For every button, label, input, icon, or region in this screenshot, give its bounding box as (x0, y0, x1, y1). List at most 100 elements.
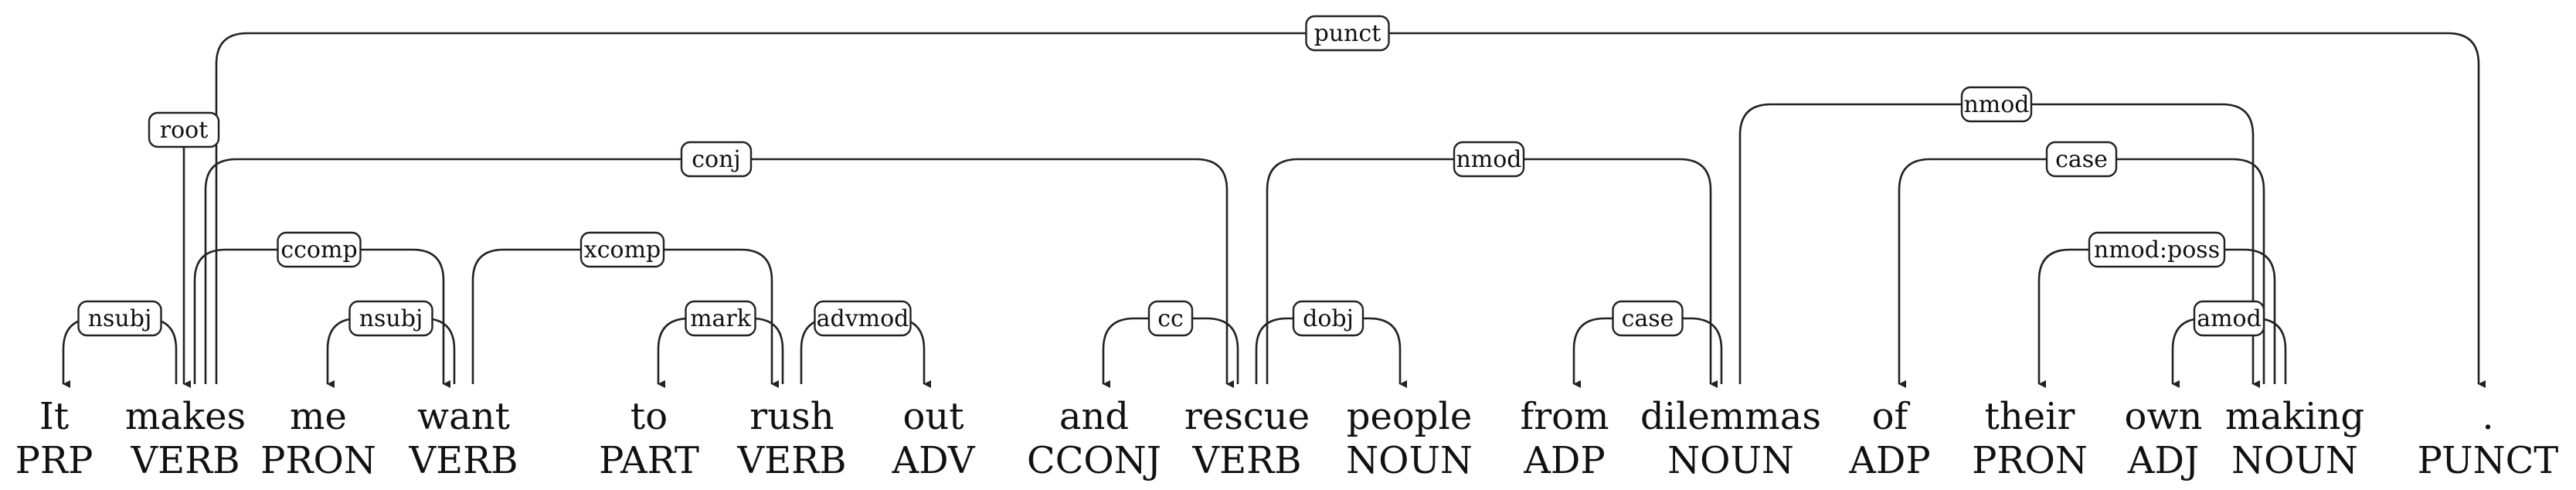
arc-label-text: ccomp (280, 236, 357, 264)
token-word: their (1985, 395, 2075, 438)
root-label: root (148, 111, 220, 148)
token-word: makes (125, 395, 246, 438)
arc-label-box (1147, 300, 1194, 337)
arc-label-box (77, 300, 162, 337)
arc-label-cc: cc (1147, 300, 1194, 337)
token-word: own (2125, 395, 2203, 438)
token-pos-tag: ADP (1848, 439, 1930, 482)
token-pos-tag: PRON (260, 439, 376, 482)
arc-label-box (579, 231, 665, 268)
token-word: want (417, 395, 510, 438)
arc-label-punct: punct (1305, 15, 1390, 52)
token-pos-tag: VERB (408, 439, 518, 482)
arc-label-text: mark (690, 305, 752, 332)
arc-label-text: xcomp (584, 236, 661, 264)
token-pos-tag: NOUN (1667, 439, 1794, 482)
arc-label-text: cc (1157, 305, 1184, 332)
arc-label-nsubj: nsubj (348, 300, 433, 337)
arc-label-text: case (1622, 305, 1674, 332)
arc-label-box (1612, 300, 1684, 337)
arc-label-box (1305, 15, 1390, 52)
arc-label-nmod: nmod (1960, 86, 2033, 123)
arc-label-text: root (160, 117, 209, 144)
token-16: .PUNCT (2418, 395, 2559, 482)
arc-label-case: case (1612, 300, 1684, 337)
token-pos-tag: PRON (1972, 439, 2088, 482)
arc-label-text: nmod (1456, 146, 1521, 173)
arc-label-mark: mark (685, 300, 756, 337)
token-word: people (1347, 395, 1473, 438)
arc-label-text: nmod:poss (2094, 236, 2220, 264)
arc-labels: nsubj nsubj mark advmod cc dobj case amod ccomp x… (77, 15, 2265, 337)
token-word: . (2482, 395, 2493, 438)
arc-label-text: nmod (1963, 91, 2029, 118)
arc-label-case: case (2045, 141, 2118, 178)
token-row: ItPRPmakesVERBmePRONwantVERBtoPARTrushVE… (15, 395, 2559, 482)
arc-label-xcomp: xcomp (579, 231, 665, 268)
token-pos-tag: PRP (15, 439, 93, 482)
token-word: of (1872, 395, 1911, 438)
arc-label-text: nsubj (359, 305, 423, 332)
arc-label-nsubj: nsubj (77, 300, 162, 337)
arc-label-ccomp: ccomp (277, 231, 362, 268)
token-pos-tag: ADJ (2127, 439, 2199, 482)
arc-label-box (2088, 231, 2226, 268)
token-word: from (1520, 395, 1609, 438)
token-pos-tag: PART (599, 439, 699, 482)
token-word: dilemmas (1640, 395, 1821, 438)
arc-label-dobj: dobj (1292, 300, 1364, 337)
arc-label-nmod: nmod (1453, 141, 1525, 178)
token-pos-tag: VERB (1191, 439, 1301, 482)
token-pos-tag: CCONJ (1027, 439, 1161, 482)
arc-label-text: nsubj (88, 305, 152, 332)
token-word: me (290, 395, 347, 438)
token-pos-tag: NOUN (2231, 439, 2358, 482)
token-word: rush (749, 395, 834, 438)
dependency-arc-conj (204, 158, 1234, 388)
arc-label-box (277, 231, 362, 268)
token-pos-tag: NOUN (1346, 439, 1473, 482)
token-pos-tag: VERB (130, 439, 240, 482)
arc-label-box (1453, 141, 1525, 178)
arc-label-box (814, 300, 912, 337)
arc-label-text: conj (692, 146, 741, 173)
dependency-arc-case (1898, 158, 2265, 388)
arc-label-text: punct (1314, 20, 1381, 47)
token-word: and (1059, 395, 1129, 438)
token-pos-tag: VERB (736, 439, 846, 482)
arc-label-box (1292, 300, 1364, 337)
dependency-arc-nmod (1266, 158, 1718, 388)
token-word: rescue (1184, 395, 1310, 438)
arc-label-text: case (2055, 146, 2108, 173)
arc-label-box (685, 300, 756, 337)
arc-label-box (2045, 141, 2118, 178)
arc-label-box (680, 141, 753, 178)
arc-label-text: dobj (1303, 305, 1354, 332)
arc-label-box (1960, 86, 2033, 123)
arc-label-box (348, 300, 433, 337)
arc-label-text: amod (2197, 305, 2262, 332)
token-pos-tag: ADP (1523, 439, 1605, 482)
arc-label-box (2193, 300, 2265, 337)
arc-label-conj: conj (680, 141, 753, 178)
token-pos-tag: PUNCT (2418, 439, 2559, 482)
token-word: to (630, 395, 668, 438)
token-word: It (39, 395, 69, 438)
arc-label-advmod: advmod (814, 300, 912, 337)
token-word: out (902, 395, 963, 438)
token-word: making (2225, 395, 2364, 438)
